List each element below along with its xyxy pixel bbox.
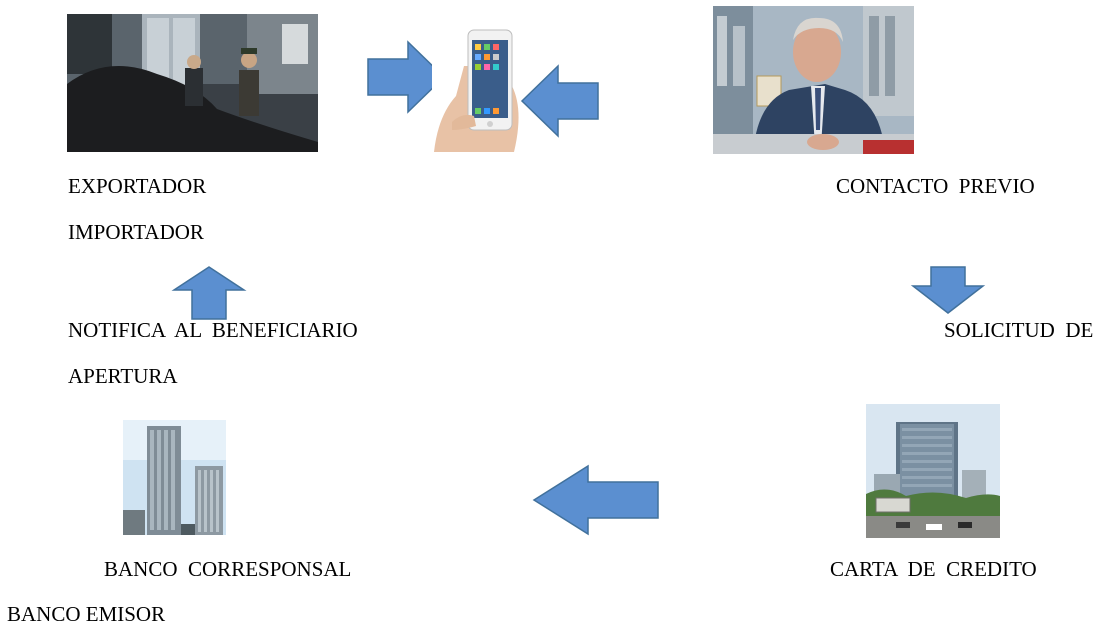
label-exportador: EXPORTADOR bbox=[68, 174, 207, 198]
arrow-left-to-phone bbox=[520, 64, 599, 138]
arrow-down bbox=[910, 266, 986, 314]
label-apertura: APERTURA bbox=[68, 364, 178, 388]
exporter-warehouse-photo bbox=[67, 14, 318, 152]
label-carta-de-credito: CARTA DE CREDITO bbox=[830, 557, 1037, 581]
label-banco-corresponsal: BANCO CORRESPONSAL bbox=[104, 557, 352, 581]
correspondent-bank-building-photo bbox=[123, 420, 226, 535]
label-notifica-al-beneficiario: NOTIFICA AL BENEFICIARIO bbox=[68, 318, 358, 342]
label-banco-emisor: BANCO EMISOR bbox=[7, 602, 166, 625]
smartphone-photo bbox=[432, 26, 532, 152]
label-importador: IMPORTADOR bbox=[68, 220, 204, 244]
businessman-photo bbox=[713, 6, 914, 154]
label-solicitud-de: SOLICITUD DE bbox=[944, 318, 1094, 342]
arrow-up bbox=[171, 266, 247, 320]
label-contacto-previo: CONTACTO PREVIO bbox=[836, 174, 1035, 198]
issuing-bank-tower-photo bbox=[866, 404, 1000, 538]
arrow-right-to-phone bbox=[367, 40, 446, 114]
arrow-left bbox=[532, 464, 659, 536]
